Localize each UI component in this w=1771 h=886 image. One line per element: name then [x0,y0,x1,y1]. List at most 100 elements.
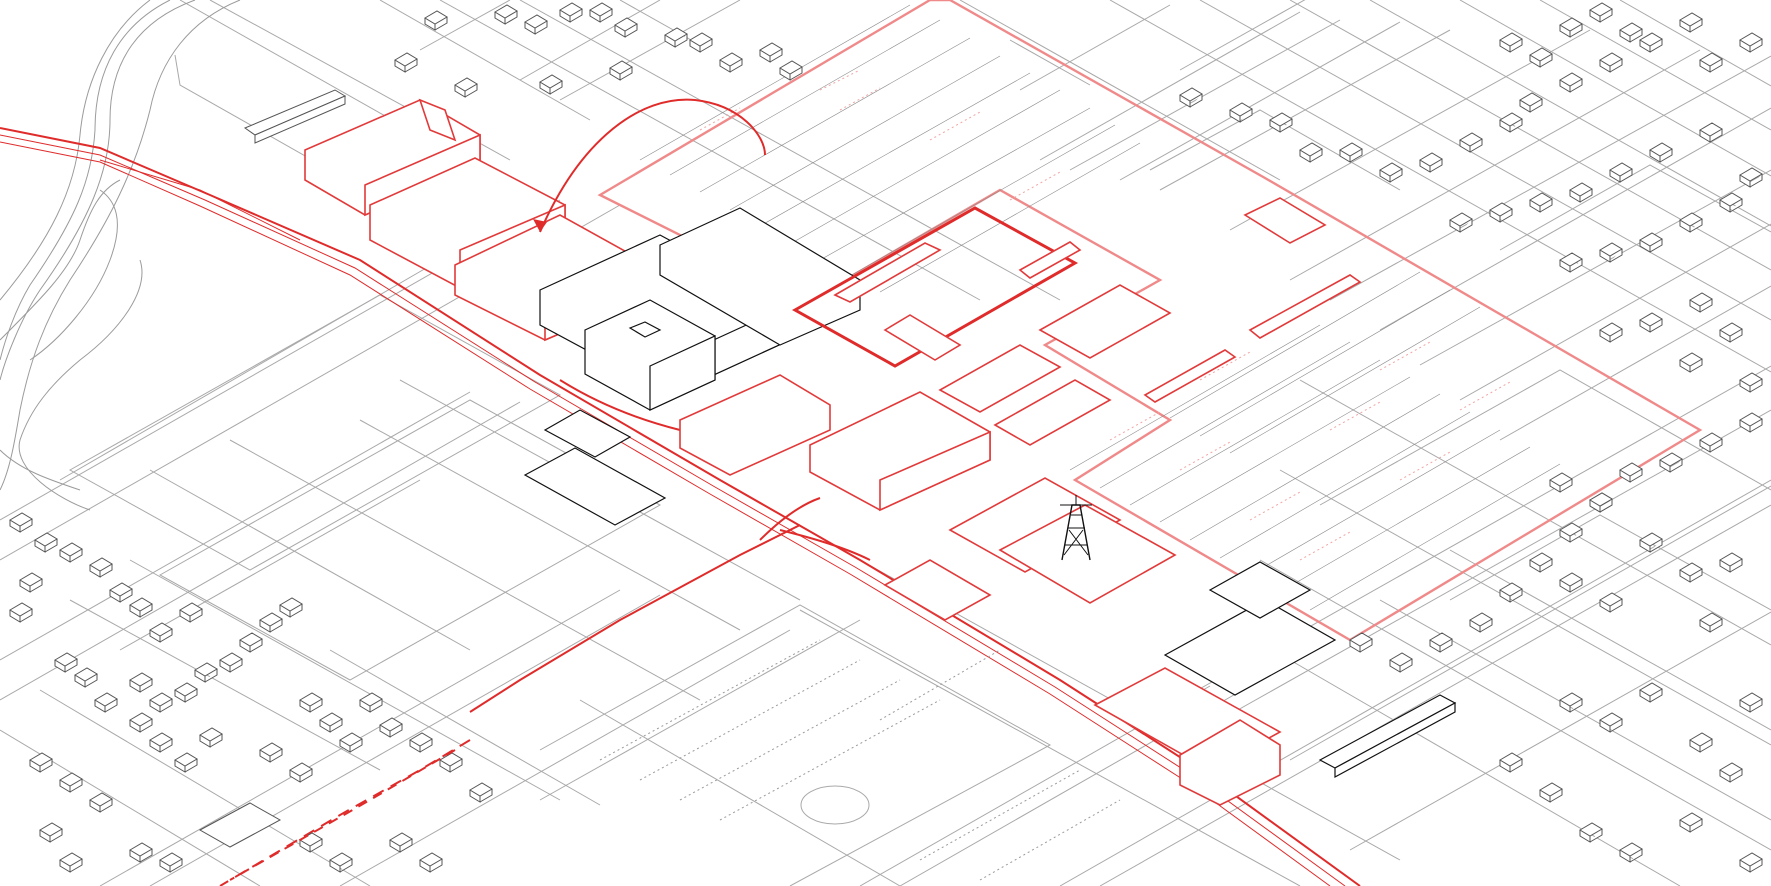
house-block [1619,462,1643,483]
house-block [1539,782,1563,803]
house-block [454,77,478,98]
house-block [1499,752,1523,773]
house-block [1589,2,1613,23]
house-block [1499,32,1523,53]
house-block [1599,52,1623,73]
house-block [1379,162,1403,183]
house-block [259,742,283,763]
house-block [1739,412,1763,433]
house-block [199,727,223,748]
house-block [1619,842,1643,863]
house-block [1489,202,1513,223]
house-block [1739,167,1763,188]
house-block [419,852,443,873]
house-block [1559,17,1583,38]
existing-houses [9,2,1763,873]
house-block [1179,87,1203,108]
house-block [389,832,413,853]
house-block [1679,812,1703,833]
house-block [539,74,563,95]
house-block [1499,582,1523,603]
house-block [1559,572,1583,593]
house-block [614,17,638,38]
house-block [34,532,58,553]
house-block [289,762,313,783]
house-block [1689,732,1713,753]
house-block [149,732,173,753]
house-block [1739,372,1763,393]
house-block [174,682,198,703]
river-channel [0,0,241,511]
house-block [469,782,493,803]
house-block [1449,212,1473,233]
house-block [1699,122,1723,143]
house-block [409,732,433,753]
house-block [94,692,118,713]
house-block [1639,312,1663,333]
house-block [1719,552,1743,573]
house-block [1599,592,1623,613]
house-block [59,542,83,563]
house-block [1719,762,1743,783]
house-block [1429,632,1453,653]
project-buildings [198,89,1457,848]
house-block [129,842,153,863]
house-block [59,852,83,873]
house-block [1339,142,1363,163]
house-block [1639,532,1663,553]
house-block [239,632,263,653]
house-block [219,652,243,673]
house-block [1639,32,1663,53]
house-block [1649,142,1673,163]
house-block [174,752,198,773]
house-block [1599,322,1623,343]
house-block [1719,192,1743,213]
house-block [129,597,153,618]
house-block [1229,102,1253,123]
house-block [109,582,133,603]
house-block [1459,132,1483,153]
house-block [689,32,713,53]
house-block [1639,232,1663,253]
house-block [1569,182,1593,203]
house-block [1529,192,1553,213]
house-block [329,852,353,873]
house-block [439,752,463,773]
house-block [664,27,688,48]
house-block [1389,652,1413,673]
house-block [359,692,383,713]
house-block [1559,522,1583,543]
house-block [1579,822,1603,843]
house-block [1549,472,1573,493]
house-block [1679,352,1703,373]
house-block [494,4,518,25]
house-block [1419,152,1443,173]
house-block [394,52,418,73]
house-block [279,597,303,618]
house-block [179,602,203,623]
house-block [9,602,33,623]
house-block [1679,12,1703,33]
house-block [29,752,53,773]
house-block [1599,242,1623,263]
connection-arc [533,98,766,233]
landmark-tower [1060,495,1092,561]
house-block [19,572,43,593]
house-block [1719,322,1743,343]
house-block [379,717,403,738]
house-block [1679,562,1703,583]
house-block [59,772,83,793]
house-block [589,2,613,23]
house-block [1679,212,1703,233]
house-block [299,832,323,853]
house-block [129,712,153,733]
house-block [54,652,78,673]
house-block [1619,22,1643,43]
house-block [299,692,323,713]
house-block [1559,692,1583,713]
house-block [759,42,783,63]
house-block [1699,432,1723,453]
